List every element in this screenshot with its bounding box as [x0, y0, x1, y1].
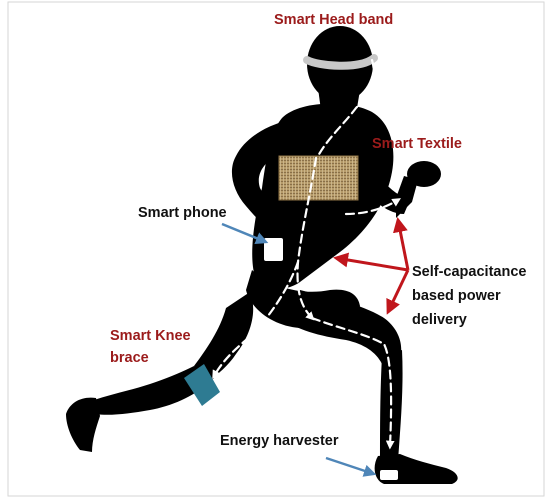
- label-power-line-1: Self-capacitance: [412, 264, 526, 280]
- label-power-line-3: delivery: [412, 312, 467, 328]
- label-smart-phone: Smart phone: [138, 205, 227, 221]
- smart-phone-device: [264, 238, 283, 261]
- smart-textile-patch: [279, 156, 358, 200]
- label-energy-harvester: Energy harvester: [220, 433, 339, 449]
- label-smart-head-band: Smart Head band: [274, 12, 393, 28]
- energy-harvester-device: [380, 470, 398, 480]
- label-knee-line-1: Smart Knee: [110, 328, 191, 344]
- label-knee-line-2: brace: [110, 350, 149, 366]
- runner-fist: [407, 161, 441, 187]
- label-smart-textile: Smart Textile: [372, 136, 462, 152]
- label-power-line-2: based power: [412, 288, 501, 304]
